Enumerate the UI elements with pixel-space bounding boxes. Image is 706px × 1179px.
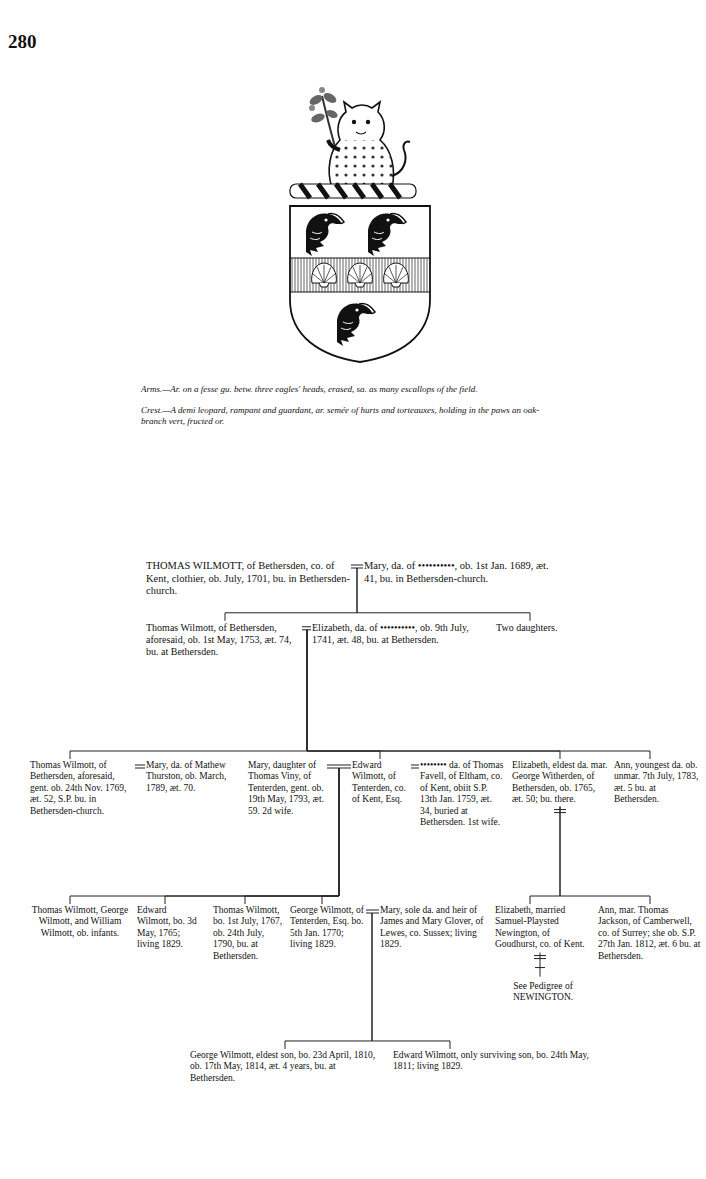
entry-text: George Wilmott, eldest son, bo. 23d Apri… [190, 1050, 380, 1084]
cross-reference: See Pedigree of NEWINGTON. [490, 981, 596, 1005]
entry-text: Mary, sole da. and heir of James and Mar… [380, 905, 488, 951]
pedigree-entry: Mary, sole da. and heir of James and Mar… [380, 905, 488, 951]
entry-text: Ann, youngest da. ob. unmar. 7th July, 1… [614, 760, 701, 806]
entry-text: Edward Wilmott, only surviving son, bo. … [393, 1050, 598, 1073]
entry-text: Elizabeth, eldest da. mar. George Wither… [512, 760, 608, 806]
pedigree-entry: Thomas Wilmott, bo. 1st July, 1767, ob. … [213, 905, 283, 962]
descent-line [307, 630, 650, 759]
descent-line [411, 765, 419, 768]
pedigree-entry: Elizabeth, eldest da. mar. George Wither… [512, 760, 608, 806]
entry-text: George Wilmott, of Tenterden, Esq. bo. 5… [290, 905, 365, 951]
pedigree-entry: Elizabeth, da. of ••••••••••, ob. 9th Ju… [312, 622, 482, 646]
entry-text: Edward Wilmott, of Tenterden, co. of Ken… [352, 760, 410, 806]
entry-text: Mary, daughter of Thomas Viny, of Tenter… [248, 760, 326, 817]
entry-text: Elizabeth, married Samuel-Playsted Newin… [495, 905, 591, 951]
descent-line [307, 630, 380, 759]
pedigree-entry: George Wilmott, of Tenterden, Esq. bo. 5… [290, 905, 365, 951]
crest-blazon: Crest.—A demi leopard, rampant and guard… [141, 405, 561, 428]
entry-text: Thomas Wilmott, bo. 1st July, 1767, ob. … [213, 905, 283, 962]
arms-blazon: Arms.—Ar. on a fesse gu. betw. three eag… [141, 384, 701, 395]
entry-text: Two daughters. [496, 622, 596, 634]
pedigree-entry: THOMAS WILMOTT, of Bethersden, co. of Ke… [146, 560, 350, 598]
pedigree-entry: George Wilmott, eldest son, bo. 23d Apri… [190, 1050, 380, 1084]
descent-line [560, 807, 650, 904]
entry-text: Mary, da. of ••••••••••, ob. 1st Jan. 16… [364, 560, 564, 585]
pedigree-entry: Ann, youngest da. ob. unmar. 7th July, 1… [614, 760, 701, 806]
entry-text: Edward Wilmott, bo. 3d May, 1765; living… [137, 905, 201, 951]
descent-line [135, 765, 145, 768]
pedigree-entry: Edward Wilmott, only surviving son, bo. … [393, 1050, 598, 1073]
reference-line [534, 953, 546, 977]
descent-line [302, 627, 311, 630]
pedigree-entry: •••••••• da. of Thomas Favell, of Eltham… [420, 760, 504, 828]
pedigree-entry: Thomas Wilmott, George Wilmott, and Will… [30, 905, 130, 939]
pedigree-entry: Thomas Wilmott, of Bethersden, aforesaid… [146, 622, 301, 658]
entry-text: •••••••• da. of Thomas Favell, of Eltham… [420, 760, 504, 828]
entry-text: THOMAS WILMOTT, of Bethersden, co. of Ke… [146, 560, 350, 598]
pedigree-entry: Mary, daughter of Thomas Viny, of Tenter… [248, 760, 326, 817]
entry-text: Elizabeth, da. of ••••••••••, ob. 9th Ju… [312, 622, 482, 646]
descent-line [307, 630, 560, 759]
pedigree-entry: Thomas Wilmott, of Bethersden, aforesaid… [30, 760, 134, 817]
entry-text: Ann, mar. Thomas Jackson, of Camberwell,… [598, 905, 702, 962]
pedigree-entry: Edward Wilmott, of Tenterden, co. of Ken… [352, 760, 410, 806]
pedigree-entry: Mary, da. of Mathew Thurston, ob. March,… [146, 760, 240, 794]
pedigree-entry: Mary, da. of ••••••••••, ob. 1st Jan. 16… [364, 560, 564, 585]
pedigree-entry: Ann, mar. Thomas Jackson, of Camberwell,… [598, 905, 702, 962]
entry-text: Thomas Wilmott, of Bethersden, aforesaid… [30, 760, 134, 817]
pedigree-entry: Elizabeth, married Samuel-Playsted Newin… [495, 905, 591, 951]
coat-of-arms [0, 0, 706, 400]
entry-text: Thomas Wilmott, of Bethersden, aforesaid… [146, 622, 301, 658]
pedigree-entry: Edward Wilmott, bo. 3d May, 1765; living… [137, 905, 201, 951]
descent-line [351, 565, 363, 568]
page-number: 280 [8, 30, 68, 54]
descent-line [327, 765, 351, 768]
descent-line [366, 910, 379, 913]
pedigree-entry: Two daughters. [496, 622, 596, 634]
entry-text: Thomas Wilmott, George Wilmott, and Will… [30, 905, 130, 939]
entry-text: Mary, da. of Mathew Thurston, ob. March,… [146, 760, 240, 794]
descent-line [530, 807, 560, 904]
descent-line [322, 768, 339, 904]
marriage-mark [554, 810, 566, 813]
